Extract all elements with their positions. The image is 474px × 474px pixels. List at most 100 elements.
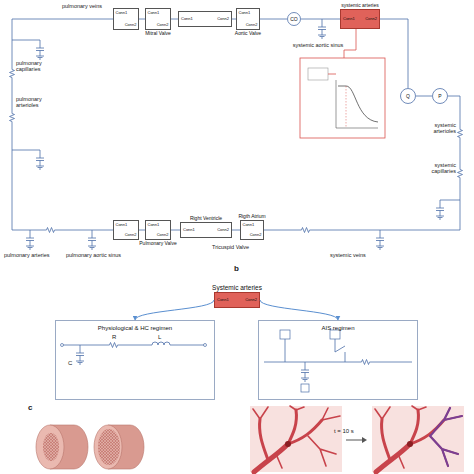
regimen-arrow (135, 300, 214, 320)
compartment-label: pulmonary arterioles (16, 96, 58, 108)
resistor-symbol (300, 227, 312, 233)
inset-block (308, 68, 328, 80)
port-label: Conn2 (250, 233, 262, 237)
port-label: Conn1 (181, 17, 193, 21)
compartment-label: L (158, 334, 161, 341)
port-label: Conn2 (157, 233, 169, 237)
port-label: Conn1 (148, 11, 160, 15)
leader-line (328, 74, 336, 75)
simscape-block: Conn1Conn2Aortic Valve (236, 8, 260, 30)
compartment-label: pulmonary capillaries (16, 60, 58, 72)
sensor-outline (433, 89, 448, 104)
block-caption: Mitral Valve (145, 31, 171, 36)
simscape-block: Conn1 Conn2 (178, 11, 232, 27)
vessel-tree (250, 406, 342, 472)
compartment-label: systemic aortic sinus (290, 42, 346, 48)
resistor-symbol (457, 128, 463, 140)
compartment-label: Tricuspid Valve (212, 244, 249, 250)
inset-frame (300, 58, 385, 138)
pulmonary-wire (12, 19, 113, 230)
compartment-label: R (112, 334, 116, 341)
port-label: Conn2 (125, 23, 137, 27)
switch-block (280, 330, 290, 339)
wire (264, 339, 412, 362)
source-block (301, 384, 309, 392)
systemic-wire (264, 96, 460, 230)
resistor-symbol (457, 168, 463, 180)
plot-curve (338, 86, 378, 122)
inductor-symbol (152, 341, 170, 347)
port-label: Conn2 (217, 17, 229, 21)
plot-marker (346, 86, 347, 128)
terminal (61, 344, 64, 347)
panel-letter: b (234, 265, 239, 274)
ais-circuit (264, 330, 412, 392)
wire (260, 19, 287, 20)
leader-line (344, 29, 356, 58)
panel-heading: AIS regimen (259, 325, 417, 331)
simscape-block: Conn1Conn2systemic arteries (340, 9, 380, 29)
simscape-block: Conn1Conn2Rigth Atrium (240, 220, 264, 240)
sensor-circle: Q (400, 88, 416, 104)
switch-block (330, 330, 340, 339)
capacitor-symbol (301, 362, 309, 381)
wire (171, 230, 180, 231)
resistor-symbol (108, 342, 120, 348)
port-label: Conn1 (116, 11, 128, 15)
capacitor-symbol (318, 19, 326, 38)
compartment-label: systemic arterioles (412, 122, 456, 134)
wire (171, 19, 178, 20)
panel-heading: Physiological & HC regimen (56, 325, 214, 331)
block-caption: systemic arteries (341, 3, 379, 8)
port-label: Conn1 (343, 17, 355, 21)
wire (139, 19, 145, 20)
compartment-label: systemic capillaries (412, 162, 456, 174)
simscape-block: Conn1Conn2Mitral Valve (145, 8, 171, 30)
sensor-label: P (432, 94, 448, 99)
wire (232, 230, 240, 231)
block-caption: Rigth Atrium (238, 214, 265, 219)
sensor-circle: CO (287, 12, 301, 26)
capacitor-symbol (88, 230, 96, 249)
port-label: Conn2 (245, 298, 257, 302)
capacitor-symbol (376, 230, 384, 249)
port-label: Conn2 (157, 23, 169, 27)
branch-wire (12, 40, 460, 200)
capacitor-symbol (36, 40, 44, 59)
simscape-block: Conn1Conn2 (113, 8, 139, 30)
port-label: Conn2 (246, 23, 258, 27)
resistor-symbol (9, 112, 15, 124)
block-caption: Pulmonary Valve (139, 241, 176, 246)
time-arrow (346, 437, 367, 443)
terminal (204, 344, 207, 347)
wire (62, 345, 205, 346)
port-label: Conn2 (217, 228, 229, 232)
simscape-block: Conn1Conn2Right Ventricle (180, 222, 232, 238)
simscape-block: Conn1Conn2Systemic arteries (214, 292, 260, 308)
capacitor-symbol (26, 230, 34, 249)
compartment-label: pulmonary veins (62, 3, 102, 9)
panel-letter: c (28, 404, 32, 413)
vessel-ring (94, 425, 144, 469)
sensor-outline (288, 13, 301, 26)
sensor-label: CO (287, 17, 301, 22)
capacitor-symbol (76, 345, 84, 364)
regimen-arrow (260, 300, 338, 320)
wire (380, 19, 408, 88)
port-label: Conn1 (243, 223, 255, 227)
vessel-tree (372, 406, 464, 472)
wire (232, 19, 236, 20)
compartment-label: C (68, 360, 72, 367)
wire (301, 19, 340, 20)
regimen-panel: AIS regimen (258, 320, 418, 400)
sensor-outline (401, 89, 416, 104)
sensor-label: Q (400, 94, 416, 99)
compartment-label: systemic veins (330, 252, 366, 258)
wire (416, 96, 432, 97)
compartment-label: pulmonary aortic sinus (66, 252, 121, 258)
resistor-symbol (360, 359, 372, 365)
